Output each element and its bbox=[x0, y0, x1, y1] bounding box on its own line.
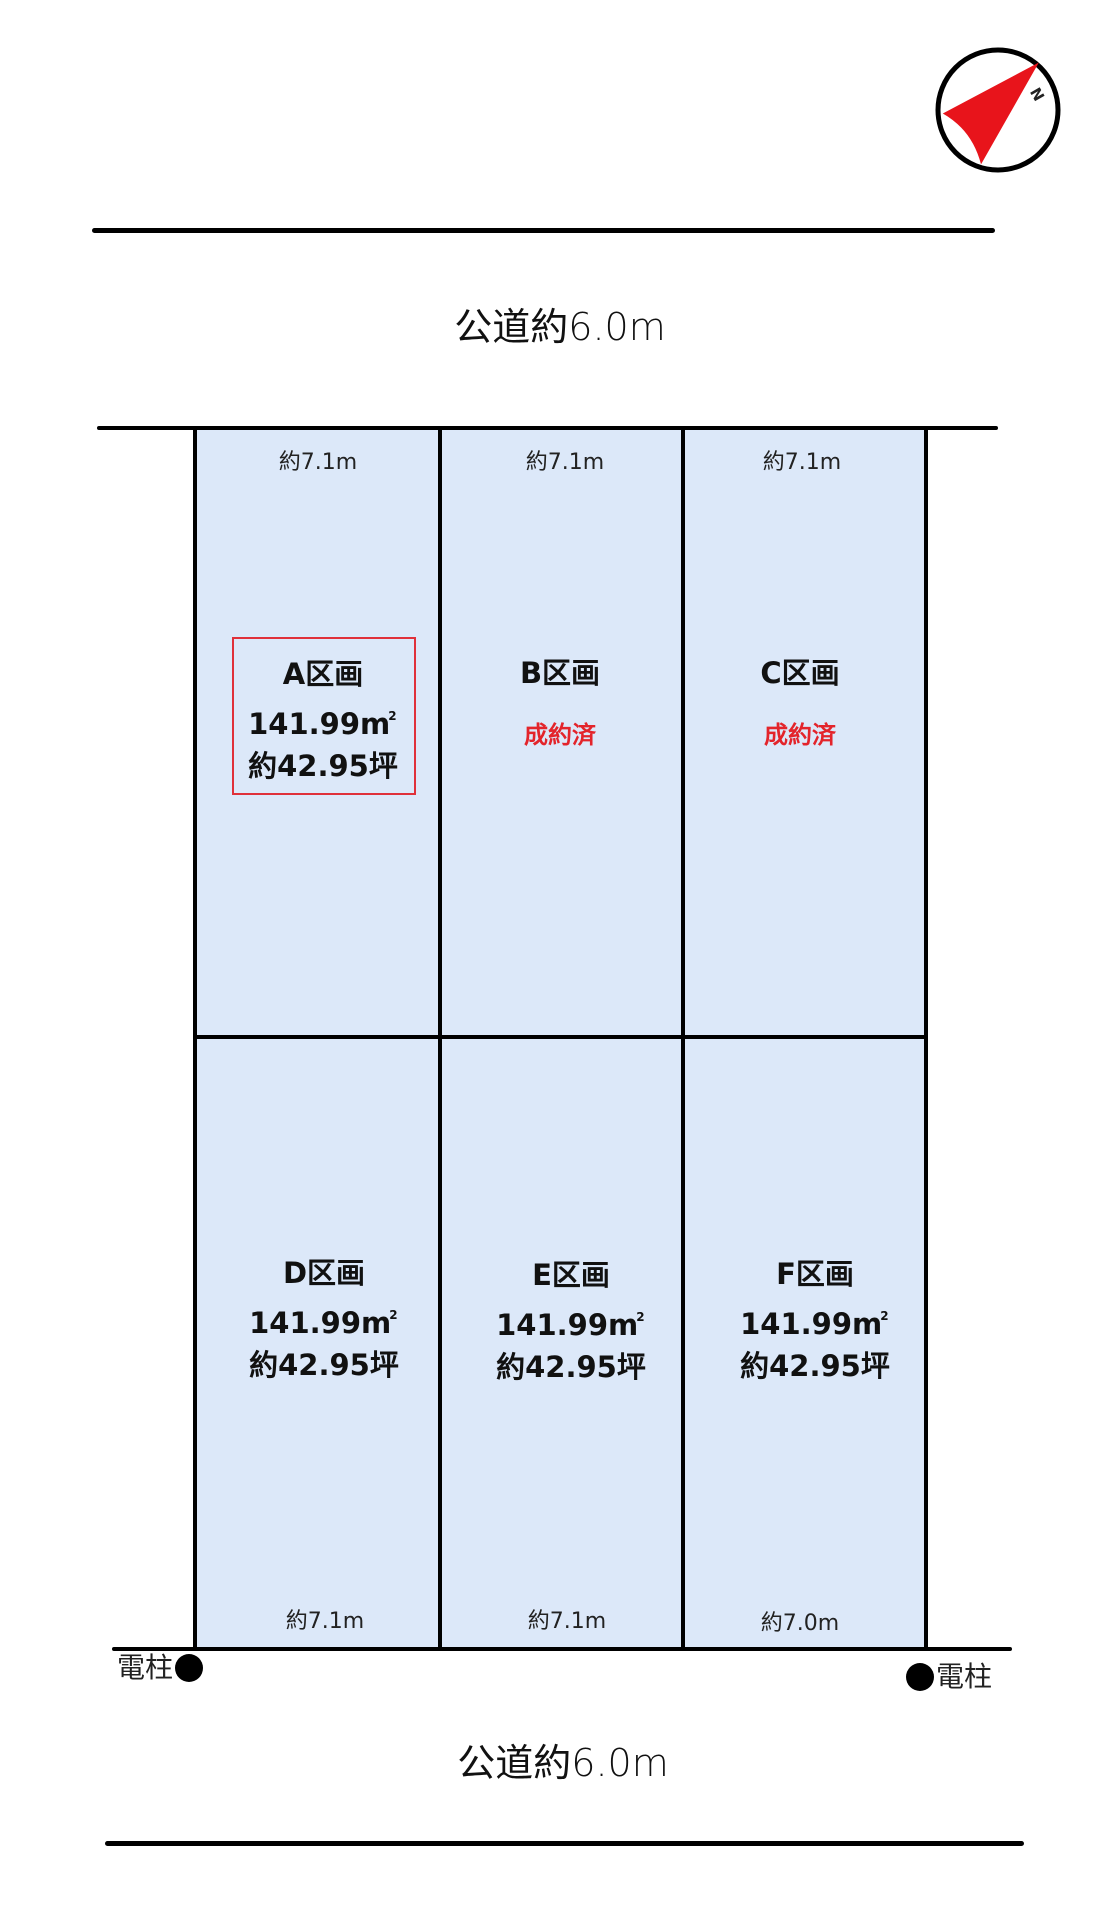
lot-C-label: C区画 成約済 bbox=[760, 652, 839, 756]
divider-bc-ef bbox=[681, 426, 685, 1650]
north-road-edge-line bbox=[92, 228, 995, 233]
lot-A[interactable] bbox=[195, 428, 440, 1037]
lot-name: D区画 bbox=[282, 1256, 366, 1290]
north-road-label: 公道約6.0m bbox=[454, 305, 666, 349]
lot-area-tsubo: 約42.95坪 bbox=[740, 1349, 890, 1383]
lot-A-label: A区画 141.99m2 約42.95坪 bbox=[248, 653, 398, 787]
lot-area-tsubo: 約42.95坪 bbox=[249, 1348, 399, 1382]
lot-area-sqm: 141.99m2 bbox=[249, 1306, 398, 1340]
lot-D[interactable] bbox=[195, 1037, 440, 1649]
utility-pole-dot-icon bbox=[906, 1663, 934, 1691]
lot-name: E区画 bbox=[532, 1258, 610, 1292]
lot-F[interactable] bbox=[682, 1037, 926, 1649]
lot-A-highlight-box bbox=[232, 637, 416, 795]
frontage-top-a: 約7.1m bbox=[278, 450, 358, 475]
lot-name: F区画 bbox=[776, 1257, 854, 1291]
frontage-bottom-d: 約7.1m bbox=[285, 1609, 365, 1634]
frontage-bottom-f: 約7.0m bbox=[760, 1611, 840, 1636]
south-road-label: 公道約6.0m bbox=[457, 1741, 669, 1785]
lot-name: C区画 bbox=[760, 656, 840, 690]
west-boundary-line bbox=[193, 426, 197, 1650]
frontage-top-b: 約7.1m bbox=[525, 450, 605, 475]
sold-status: 成約済 bbox=[763, 721, 836, 749]
lot-area-tsubo: 約42.95坪 bbox=[248, 749, 398, 783]
utility-pole-right: 電柱 bbox=[906, 1663, 992, 1691]
north-arrow-icon: N bbox=[935, 47, 1061, 173]
lot-B[interactable] bbox=[440, 428, 682, 1037]
utility-pole-label: 電柱 bbox=[117, 1651, 174, 1684]
lot-E[interactable] bbox=[440, 1037, 682, 1649]
lot-E-label: E区画 141.99m2 約42.95坪 bbox=[496, 1254, 646, 1388]
north-boundary-line bbox=[97, 426, 998, 430]
lot-name: B区画 bbox=[519, 656, 601, 690]
lot-area-sqm: 141.99m2 bbox=[248, 707, 397, 741]
lot-C[interactable] bbox=[682, 428, 926, 1037]
lot-area-sqm: 141.99m2 bbox=[740, 1307, 889, 1341]
lot-name: A区画 bbox=[282, 657, 364, 691]
sold-status: 成約済 bbox=[523, 721, 596, 749]
frontage-bottom-e: 約7.1m bbox=[527, 1609, 607, 1634]
divider-ab-de bbox=[438, 426, 442, 1650]
south-road-edge-line bbox=[105, 1841, 1024, 1846]
lot-D-label: D区画 141.99m2 約42.95坪 bbox=[249, 1252, 399, 1386]
east-boundary-line bbox=[924, 426, 928, 1650]
frontage-top-c: 約7.1m bbox=[762, 450, 842, 475]
lot-area-sqm: 141.99m2 bbox=[496, 1308, 645, 1342]
utility-pole-label: 電柱 bbox=[936, 1660, 993, 1693]
lot-B-label: B区画 成約済 bbox=[520, 652, 600, 756]
lot-F-label: F区画 141.99m2 約42.95坪 bbox=[740, 1253, 890, 1387]
middle-boundary-line bbox=[194, 1035, 928, 1039]
utility-pole-left: 電柱 bbox=[117, 1651, 204, 1684]
lot-area-tsubo: 約42.95坪 bbox=[496, 1350, 646, 1384]
south-boundary-line bbox=[112, 1647, 1012, 1651]
utility-pole-dot-icon bbox=[175, 1654, 204, 1682]
